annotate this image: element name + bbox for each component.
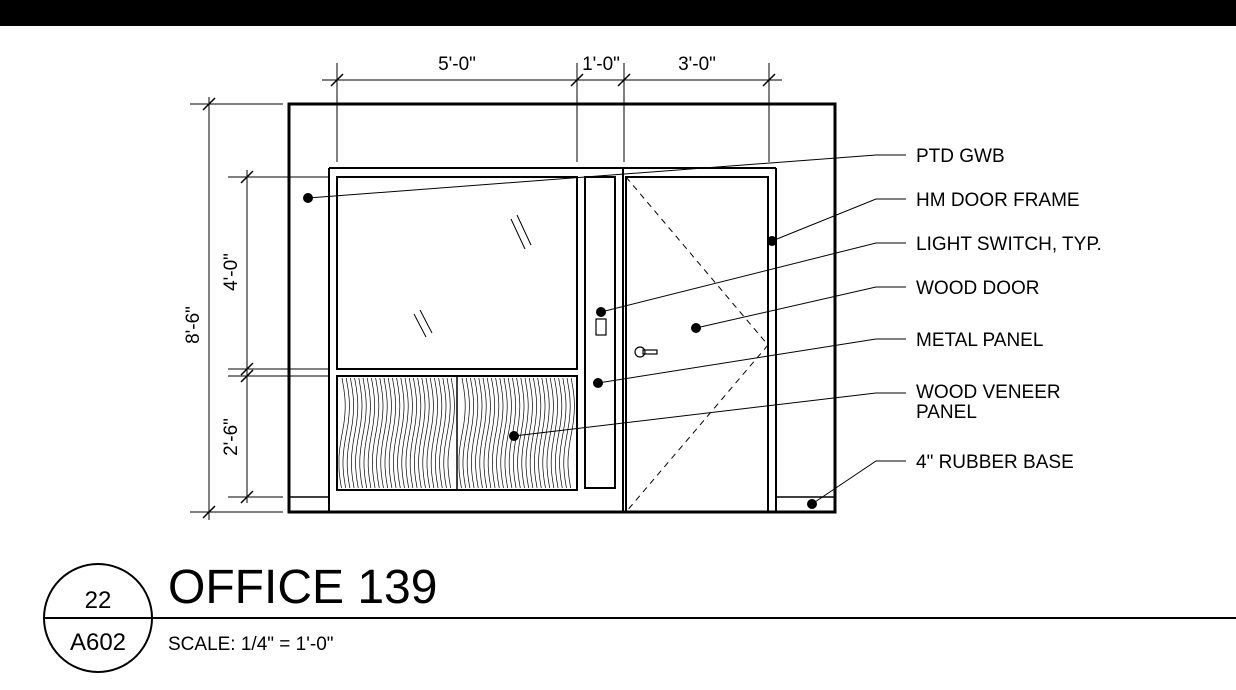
callout-dots: [303, 193, 817, 509]
wall-elevation: [287, 102, 837, 514]
veneer-grain-line: [430, 377, 438, 489]
veneer-grain-line: [439, 377, 447, 489]
sheet-number: A602: [70, 629, 126, 656]
veneer-grain-line: [462, 377, 470, 489]
drawing-title: OFFICE 139: [168, 561, 437, 614]
dim-height-window: 4'-0": [221, 253, 242, 291]
veneer-grain-line: [555, 377, 563, 489]
veneer-grain-line: [525, 377, 533, 489]
veneer-grain-line: [414, 377, 422, 489]
veneer-grain-line: [363, 377, 371, 489]
drawing-scale: SCALE: 1/4" = 1'-0": [168, 634, 334, 655]
veneer-grain-line: [529, 377, 537, 489]
callout-dot-rubber-base: [807, 499, 817, 509]
veneer-grain-line: [559, 377, 567, 489]
veneer-grain-line: [479, 377, 487, 489]
veneer-grain-line: [351, 377, 359, 489]
veneer-grain-line: [435, 377, 443, 489]
veneer-grain-line: [380, 377, 388, 489]
veneer-grain-line: [405, 377, 413, 489]
horizontal-dimensions: [322, 63, 782, 162]
dim-width-window: 5'-0": [438, 54, 476, 75]
callout-dot-light-switch: [596, 307, 606, 317]
callout-dot-veneer-panel: [509, 431, 519, 441]
dim-height-overall: 8'-6": [183, 306, 204, 344]
veneer-grain-line: [517, 377, 525, 489]
light-switch-plate: [595, 318, 607, 336]
veneer-grain-line: [475, 377, 483, 489]
callout-dot-gwb: [303, 193, 313, 203]
veneer-grain-line: [397, 377, 405, 489]
callout-dot-door-frame: [767, 236, 777, 246]
veneer-grain-line: [471, 377, 479, 489]
callout-dot-wood-door: [691, 323, 701, 333]
veneer-grain-line: [401, 377, 409, 489]
veneer-grain-line: [426, 377, 434, 489]
callout-dot-metal-panel: [593, 378, 603, 388]
veneer-grain-line: [496, 377, 504, 489]
veneer-grain-line: [521, 377, 529, 489]
veneer-grain-line: [567, 377, 575, 489]
top-border-bar: [0, 0, 1236, 26]
veneer-grain-line: [487, 377, 495, 489]
detail-number: 22: [85, 587, 112, 614]
vertical-dimensions: [190, 97, 330, 520]
veneer-grain-line: [458, 377, 466, 489]
veneer-grain-line: [443, 377, 451, 489]
callout-leaders: [307, 154, 906, 505]
veneer-grain-line: [393, 377, 401, 489]
callout-metal-panel: METAL PANEL: [916, 330, 1043, 351]
door-lever-rose: [634, 346, 646, 358]
veneer-grain-line: [492, 377, 500, 489]
dim-height-veneer: 2'-6": [221, 418, 242, 456]
veneer-grain-line: [504, 377, 512, 489]
callout-wood-door: WOOD DOOR: [916, 278, 1040, 299]
veneer-grain-line: [546, 377, 554, 489]
veneer-grain-line: [342, 377, 350, 489]
veneer-grain-line: [550, 377, 558, 489]
wood-door: [625, 176, 769, 513]
dim-width-metal-panel: 1'-0": [582, 54, 620, 75]
veneer-grain-line: [466, 377, 474, 489]
veneer-grain-line: [367, 377, 375, 489]
door-lever-handle: [642, 349, 658, 355]
veneer-grain-line: [542, 377, 550, 489]
veneer-grain-line: [483, 377, 491, 489]
dim-width-door: 3'-0": [678, 54, 716, 75]
veneer-grain-line: [372, 377, 380, 489]
veneer-grain-line: [338, 377, 346, 489]
wall-outline: [287, 102, 837, 514]
veneer-grain-line: [355, 377, 363, 489]
callout-light-switch: LIGHT SWITCH, TYP.: [916, 234, 1102, 255]
veneer-grain-line: [500, 377, 508, 489]
callout-panel: PANEL: [916, 402, 977, 423]
veneer-grain-line: [447, 377, 455, 489]
callout-hm-door-frame: HM DOOR FRAME: [916, 190, 1080, 211]
callout-ptd-gwb: PTD GWB: [916, 146, 1005, 167]
veneer-grain-line: [418, 377, 426, 489]
metal-panel: [584, 176, 616, 489]
callout-rubber-base: 4" RUBBER BASE: [916, 452, 1074, 473]
veneer-grain-line: [384, 377, 392, 489]
door-swing-line: [625, 176, 769, 513]
veneer-grain-line: [346, 377, 354, 489]
veneer-grain-line: [376, 377, 384, 489]
veneer-grain-line: [422, 377, 430, 489]
veneer-grain-line: [388, 377, 396, 489]
veneer-grain-pattern: [338, 377, 575, 489]
veneer-grain-line: [409, 377, 417, 489]
callout-wood-veneer: WOOD VENEER: [916, 382, 1061, 403]
veneer-grain-line: [563, 377, 571, 489]
window-glass: [336, 176, 578, 370]
veneer-grain-line: [359, 377, 367, 489]
